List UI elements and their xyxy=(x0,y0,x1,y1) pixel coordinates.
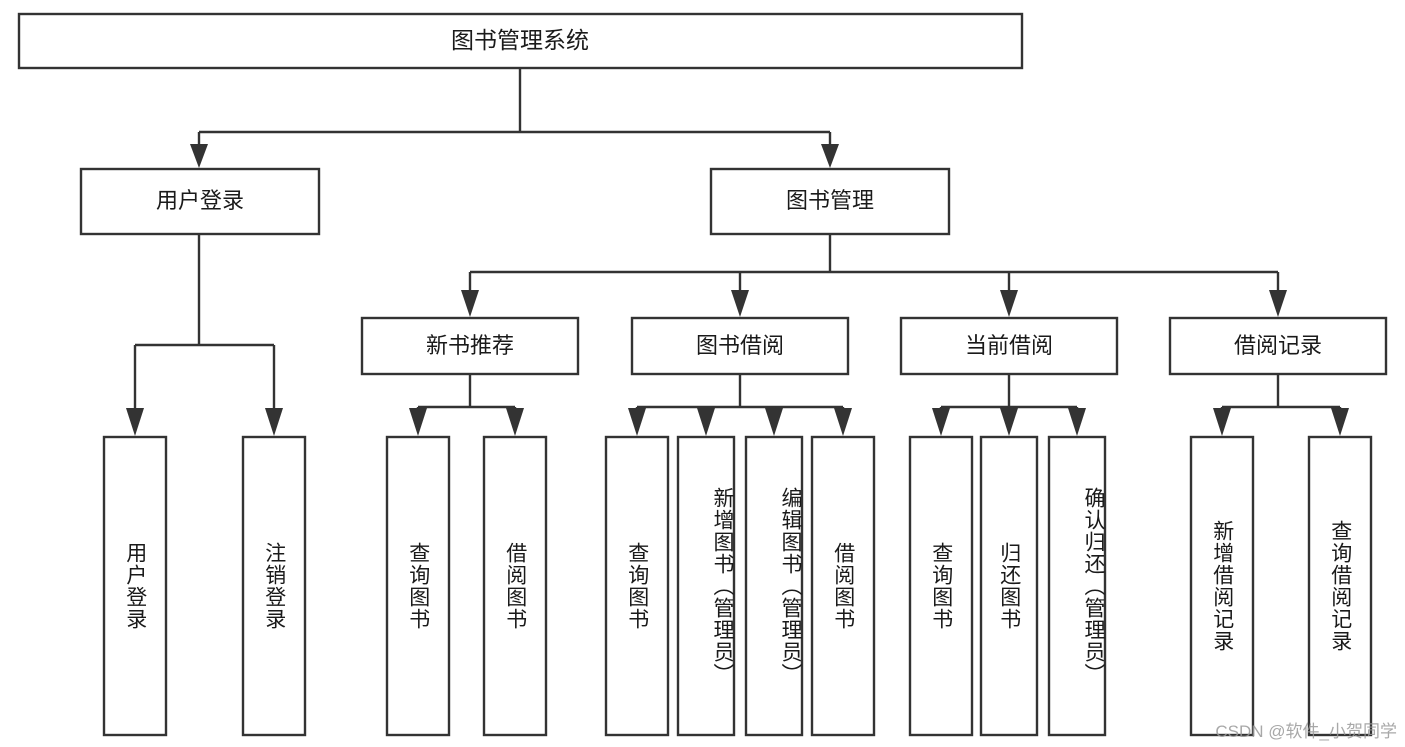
arrow-to-leaf-confirm-return xyxy=(1068,408,1086,436)
leaf-return-book-box[interactable] xyxy=(979,435,1039,737)
node-book-management-label: 图书管理 xyxy=(786,188,874,213)
leaf-edit-book-box[interactable] xyxy=(744,435,804,737)
arrow-to-current-borrow xyxy=(1000,290,1018,317)
arrow-to-leaf-edit-book xyxy=(765,408,783,436)
node-book-borrow-label: 图书借阅 xyxy=(696,333,784,358)
leaf-query-record-box[interactable] xyxy=(1307,435,1373,737)
node-root-label: 图书管理系统 xyxy=(451,27,589,53)
node-new-book-recommend-label: 新书推荐 xyxy=(426,333,514,358)
arrow-to-leaf-add-book xyxy=(697,408,715,436)
leaf-query-book-2-box[interactable] xyxy=(604,435,670,737)
leaf-boxes xyxy=(102,435,1373,737)
node-current-borrow-box[interactable] xyxy=(899,316,1119,376)
connector-group-borrow-record xyxy=(1213,374,1349,436)
arrow-to-book-management xyxy=(821,144,839,168)
arrow-to-user-login xyxy=(190,144,208,168)
node-root[interactable]: 图书管理系统 xyxy=(17,12,1024,70)
node-borrow-record-label: 借阅记录 xyxy=(1234,333,1322,358)
arrow-to-leaf-query-book-2 xyxy=(628,408,646,436)
node-new-book-recommend[interactable]: 新书推荐 xyxy=(360,316,580,376)
arrow-to-leaf-user-login xyxy=(126,408,144,436)
leaf-confirm-return-box[interactable] xyxy=(1047,435,1107,737)
arrow-to-leaf-add-record xyxy=(1213,408,1231,436)
node-user-login[interactable]: 用户登录 xyxy=(79,167,321,236)
arrow-to-leaf-borrow-book-1 xyxy=(506,408,524,436)
leaf-add-book-box[interactable] xyxy=(676,435,736,737)
node-book-management-box[interactable] xyxy=(709,167,951,236)
leaf-borrow-book-1-box[interactable] xyxy=(482,435,548,737)
leaf-logout-login-box[interactable] xyxy=(241,435,307,737)
connector-group-book-management xyxy=(461,234,1287,317)
node-root-box[interactable] xyxy=(17,12,1024,70)
leaf-add-record-box[interactable] xyxy=(1189,435,1255,737)
node-current-borrow[interactable]: 当前借阅 xyxy=(899,316,1119,376)
arrow-to-leaf-query-book-3 xyxy=(932,408,950,436)
arrow-to-leaf-query-record xyxy=(1331,408,1349,436)
leaf-user-login-box[interactable] xyxy=(102,435,168,737)
node-user-login-label: 用户登录 xyxy=(156,188,244,213)
connector-group-user-login xyxy=(126,234,283,436)
node-user-login-box[interactable] xyxy=(79,167,321,236)
arrow-to-book-borrow xyxy=(731,290,749,317)
leaf-borrow-book-2-box[interactable] xyxy=(810,435,876,737)
arrow-to-new-book-recommend xyxy=(461,290,479,317)
node-book-borrow[interactable]: 图书借阅 xyxy=(630,316,850,376)
connector-group-current-borrow xyxy=(932,374,1086,436)
arrow-to-leaf-return-book xyxy=(1000,408,1018,436)
connector-group-root xyxy=(190,68,839,168)
node-borrow-record[interactable]: 借阅记录 xyxy=(1168,316,1388,376)
leaf-query-book-1-box[interactable] xyxy=(385,435,451,737)
arrow-to-leaf-borrow-book-2 xyxy=(834,408,852,436)
arrow-to-leaf-logout-login xyxy=(265,408,283,436)
watermark-text: CSDN @软件_小贺同学 xyxy=(1215,722,1397,741)
node-current-borrow-label: 当前借阅 xyxy=(965,333,1053,358)
leaf-query-book-3-box[interactable] xyxy=(908,435,974,737)
connector-group-new-book-recommend xyxy=(409,374,524,436)
node-book-borrow-box[interactable] xyxy=(630,316,850,376)
node-borrow-record-box[interactable] xyxy=(1168,316,1388,376)
arrow-to-leaf-query-book-1 xyxy=(409,408,427,436)
connector-group-book-borrow xyxy=(628,374,852,436)
arrow-to-borrow-record xyxy=(1269,290,1287,317)
node-book-management[interactable]: 图书管理 xyxy=(709,167,951,236)
node-new-book-recommend-box[interactable] xyxy=(360,316,580,376)
